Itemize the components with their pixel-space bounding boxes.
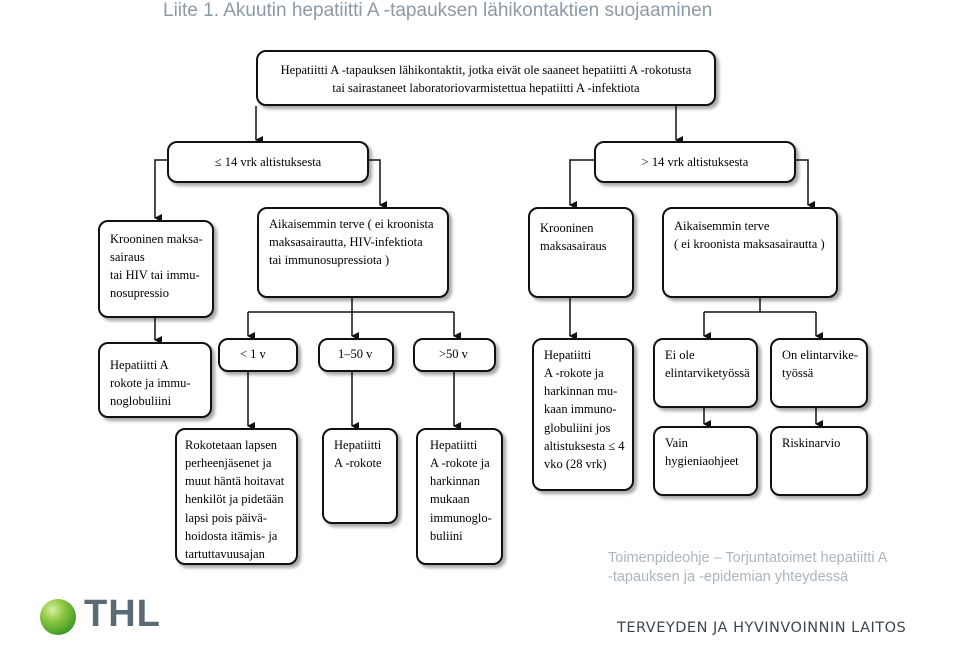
lt1-action-line: henkilöt ja pidetään [185, 492, 284, 507]
lt1-action-line: tartuttavuusajan [185, 546, 265, 561]
healthy-right-line: ( ei kroonista maksasairautta ) [674, 237, 825, 252]
chronic-right-action-box: Hepatiitti A -rokote ja harkinnan mu- ka… [532, 338, 634, 491]
vaccine-igg-box: Hepatiitti A rokote ja immu- noglobuliin… [98, 342, 212, 418]
age-1-50-action-line: A -rokote [334, 456, 382, 471]
lt1-action-line: hoidosta itämis- ja [185, 528, 278, 543]
vaccine-igg-line: rokote ja immu- [110, 376, 191, 391]
age-1-50-box: 1–50 v [318, 338, 394, 372]
arrow-branch-chronic-left [154, 159, 168, 222]
risk-label: Riskinarvio [782, 436, 841, 450]
age-gt50-action-box: Hepatiitti A -rokote ja harkinnan mukaan… [416, 428, 503, 565]
footer-note-line: Toimenpideohje – Torjuntatoimet hepatiit… [608, 550, 888, 566]
logo-text: THL [84, 593, 161, 635]
food-line: On elintarvike- [782, 348, 859, 362]
not-food-line: elintarviketyössä [665, 366, 750, 381]
footer-note: Toimenpideohje – Torjuntatoimet hepatiit… [608, 549, 887, 587]
chronic-right-action-line: A -rokote ja [544, 366, 604, 381]
not-food-line: Ei ole [665, 348, 695, 362]
logo-ball-icon [40, 599, 76, 635]
hygiene-line: hygieniaohjeet [665, 454, 739, 469]
page-title: Liite 1. Akuutin hepatiitti A -tapauksen… [163, 0, 713, 21]
vaccine-igg-line: Hepatiitti A [110, 358, 169, 372]
age-gt50-action-line: buliini [430, 528, 463, 543]
age-gt50-label: >50 v [439, 347, 468, 361]
lt1-action-line: Rokotetaan lapsen [185, 438, 277, 452]
chronic-right-action-line: globuliini jos [544, 420, 611, 435]
age-1-50-action-box: Hepatiitti A -rokote [322, 428, 398, 524]
age-lt1-label: < 1 v [240, 347, 266, 361]
lt1-action-line: perheenjäsenet ja [185, 456, 272, 471]
age-gt50-action-line: mukaan [430, 492, 470, 507]
age-gt50-action-line: A -rokote ja [430, 456, 490, 471]
lt1-action-box: Rokotetaan lapsen perheenjäsenet ja muut… [175, 428, 298, 565]
risk-box: Riskinarvio [770, 426, 868, 496]
healthy-left-line: tai immunosupressiota ) [269, 253, 390, 268]
arrow-branch-healthy-left [368, 159, 387, 209]
age-1-50-action-line: Hepatiitti [334, 438, 382, 452]
healthy-left-box: Aikaisemmin terve ( ei kroonista maksasa… [257, 207, 449, 298]
chronic-right-line: Krooninen [540, 221, 594, 235]
chronic-left-box: Krooninen maksa- sairaus tai HIV tai imm… [98, 220, 214, 318]
healthy-left-line: maksasairautta, HIV-infektiota [269, 235, 423, 250]
top-box-line-1: Hepatiitti A -tapauksen lähikontaktit, j… [280, 63, 692, 77]
healthy-right-box: Aikaisemmin terve ( ei kroonista maksasa… [662, 207, 838, 298]
chronic-right-box: Krooninen maksasairaus [528, 207, 634, 298]
top-box-line-2: tai sairastaneet laboratoriovarmistettua… [332, 81, 640, 96]
age-lt1-box: < 1 v [218, 338, 298, 372]
branch-right-label: > 14 vrk altistuksesta [641, 155, 749, 169]
arrow-branch-healthy-right [795, 159, 815, 209]
institute-name: TERVEYDEN JA HYVINVOINNIN LAITOS [617, 620, 907, 636]
age-gt50-action-line: immunoglo- [430, 510, 492, 525]
vaccine-igg-line: noglobuliini [110, 394, 172, 409]
thl-logo: THL [40, 593, 170, 639]
hygiene-box: Vain hygieniaohjeet [653, 426, 758, 496]
footer-note-line: -tapauksen ja -epidemian yhteydessä [608, 568, 849, 585]
branch-left-label: ≤ 14 vrk altistuksesta [214, 155, 322, 169]
healthy-right-line: Aikaisemmin terve [674, 219, 770, 233]
age-1-50-label: 1–50 v [338, 347, 373, 361]
lt1-action-line: lapsi pois päivä- [185, 510, 267, 525]
age-gt50-action-line: Hepatiitti [430, 438, 478, 452]
lt1-action-line: muut häntä hoitavat [185, 474, 285, 489]
chronic-left-line: Krooninen maksa- [110, 232, 203, 246]
chronic-left-line: sairaus [110, 250, 145, 265]
chronic-right-action-line: harkinnan mu- [544, 384, 618, 399]
age-gt50-action-line: harkinnan [430, 474, 480, 489]
healthy-left-line: Aikaisemmin terve ( ei kroonista [269, 217, 434, 231]
branch-right-box: > 14 vrk altistuksesta [594, 141, 796, 183]
age-gt50-box: >50 v [413, 338, 496, 372]
chronic-left-line: nosupressio [110, 286, 170, 301]
branch-left-box: ≤ 14 vrk altistuksesta [167, 141, 369, 183]
chronic-right-action-line: kaan immuno- [544, 402, 617, 417]
chronic-right-action-line: Hepatiitti [544, 348, 592, 362]
chronic-right-action-line: vko (28 vrk) [544, 456, 607, 471]
chronic-right-action-line: altistuksesta ≤ 4 [544, 438, 625, 453]
hygiene-line: Vain [665, 436, 688, 450]
arrow-branch-chronic-right [569, 159, 594, 209]
chronic-left-line: tai HIV tai immu- [110, 268, 200, 283]
food-line: työssä [782, 366, 814, 381]
chronic-right-line: maksasairaus [540, 239, 607, 254]
food-box: On elintarvike- työssä [770, 338, 868, 408]
top-box: Hepatiitti A -tapauksen lähikontaktit, j… [256, 50, 716, 106]
not-food-box: Ei ole elintarviketyössä [653, 338, 758, 408]
